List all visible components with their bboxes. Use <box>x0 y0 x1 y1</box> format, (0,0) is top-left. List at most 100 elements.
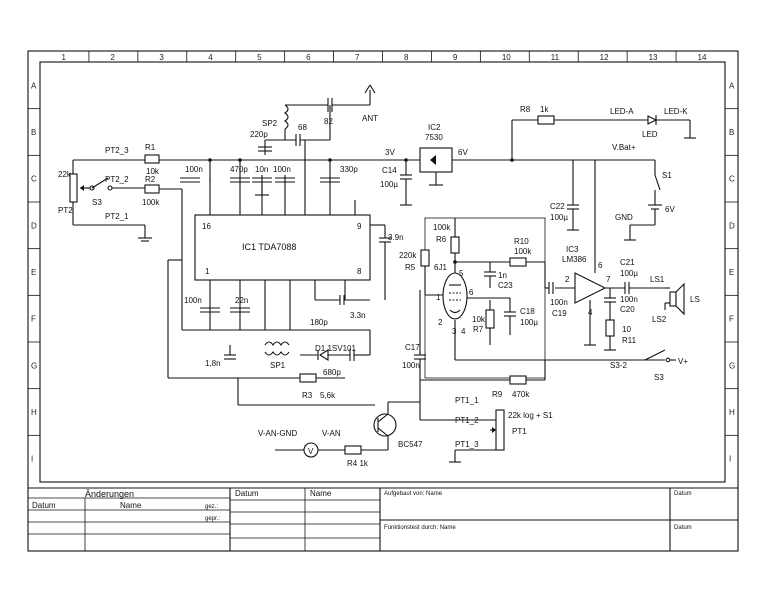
c14-value: 100µ <box>380 180 398 189</box>
ic3-label: IC3 <box>566 245 579 254</box>
pt1-2-label: PT1_2 <box>455 416 479 425</box>
ls-label: LS <box>690 295 700 304</box>
r3-resistor <box>299 373 317 383</box>
ic2-label: IC2 <box>428 123 441 132</box>
ic3-value: LM386 <box>562 255 587 264</box>
s3-2-label: S3-2 <box>610 361 627 370</box>
grid-col-label: 14 <box>698 53 707 62</box>
c23-label: C23 <box>498 281 513 290</box>
led-label: LED <box>642 130 658 139</box>
bc547-meter-section: BC547 V-AN-GND V-AN V R4 1k <box>237 378 423 468</box>
c14-label: C14 <box>382 166 397 175</box>
grid-row-label: D <box>31 221 37 230</box>
amplifier-section: C22 100µ IC3 LM386 2 6 7 4 100n C19 C21 … <box>548 160 700 351</box>
r10-label: R10 <box>514 237 529 246</box>
r6-resistor <box>450 236 460 254</box>
r2-resistor <box>144 184 160 194</box>
funktion-label: Funktionstest durch: Name <box>384 525 456 531</box>
r8-resistor <box>537 115 555 125</box>
r9-label: R9 <box>492 390 503 399</box>
c20-value: 100n <box>620 295 638 304</box>
name1-label: Name <box>120 501 142 510</box>
aenderungen-label: Änderungen <box>85 489 134 499</box>
ic2-value: 7530 <box>425 133 443 142</box>
name2-label: Name <box>310 489 332 498</box>
pt2-label: PT2 <box>58 206 73 215</box>
grid-row-label: B <box>729 128 734 137</box>
vplus-label: V+ <box>678 357 688 366</box>
bc547-label: BC547 <box>398 440 423 449</box>
pt2-3-label: PT2_3 <box>105 146 129 155</box>
r10-value: 100k <box>514 247 532 256</box>
grid-row-label: B <box>31 128 36 137</box>
c20-label: C20 <box>620 305 635 314</box>
gepr-label: gepr.: <box>205 516 220 522</box>
s3-vplus-section: S3-2 S3 V+ <box>610 349 688 382</box>
datum1-label: Datum <box>32 501 56 510</box>
r5-resistor <box>420 249 430 267</box>
ic1-pin1: 1 <box>205 267 210 276</box>
grid-col-label: 9 <box>453 53 458 62</box>
grid-row-label: G <box>31 361 37 370</box>
r9-value: 470k <box>512 390 530 399</box>
c23-value: 1n <box>498 271 507 280</box>
c21-label: C21 <box>620 258 635 267</box>
ic1-tda7088: 16 9 1 8 IC1 TDA7088 <box>194 140 371 330</box>
gnd-label: GND <box>615 213 633 222</box>
r11-value: 10 <box>622 325 631 334</box>
s3-switch-label: S3 <box>92 198 102 207</box>
grid-row-label: C <box>31 175 37 184</box>
r3-value: 5,6k <box>320 391 336 400</box>
c220p-label: 220p <box>250 130 268 139</box>
speaker <box>669 291 677 307</box>
c19-value: 100n <box>550 298 568 307</box>
ic1-pin8: 8 <box>357 267 362 276</box>
c100n-c-label: 100n <box>184 296 202 305</box>
pt1-1-label: PT1_1 <box>455 396 479 405</box>
r8-value: 1k <box>540 105 549 114</box>
grid-col-label: 12 <box>600 53 609 62</box>
led-k-label: LED-K <box>664 107 688 116</box>
r6-label: R6 <box>436 235 447 244</box>
c180p-label: 180p <box>310 318 328 327</box>
grid-row-label: A <box>729 81 735 90</box>
grid-row-label: E <box>31 268 36 277</box>
r10-resistor <box>509 257 527 267</box>
datum2-label: Datum <box>235 489 259 498</box>
tube-pin2: 2 <box>438 318 443 327</box>
grid-row-label: F <box>31 315 36 324</box>
3v-label: 3V <box>385 148 395 157</box>
r3-label: R3 <box>302 391 313 400</box>
antenna-label: ANT <box>362 114 378 123</box>
pt2-potentiometer <box>69 173 78 203</box>
tube-pin6: 6 <box>469 288 474 297</box>
sp2-label: SP2 <box>262 119 278 128</box>
ic1-label: IC1 TDA7088 <box>242 242 296 252</box>
datum3-label: Datum <box>674 491 692 497</box>
c22-value: 100µ <box>550 213 568 222</box>
c82-label: 82 <box>324 117 333 126</box>
s3b-label: S3 <box>654 373 664 382</box>
tube-stage-box <box>424 217 546 379</box>
ic1-pin16: 16 <box>202 222 211 231</box>
vbat-label: V.Bat+ <box>612 143 636 152</box>
r7-resistor <box>485 309 495 329</box>
pt1-3-label: PT1_3 <box>455 440 479 449</box>
c18-value: 100µ <box>520 318 538 327</box>
grid-col-label: 13 <box>649 53 658 62</box>
title-block: Änderungen Datum Name gez.: gepr.: Datum… <box>28 487 738 551</box>
volume-section: C17 100n R9 470k PT1_1 PT1_2 PT1_3 22k l… <box>402 290 553 463</box>
c680p-label: 680p <box>323 368 341 377</box>
grid-col-label: 5 <box>257 53 262 62</box>
ls2-label: LS2 <box>652 315 667 324</box>
r5-value: 220k <box>399 251 417 260</box>
r4-resistor <box>344 445 362 455</box>
grid-col-label: 1 <box>61 53 66 62</box>
d1-label: D1 1SV101 <box>315 344 356 353</box>
led-a-label: LED-A <box>610 107 634 116</box>
c22n-label: 22n <box>235 296 248 305</box>
s1-label: S1 <box>662 171 672 180</box>
v-an-gnd-label: V-AN-GND <box>258 429 297 438</box>
grid-col-label: 7 <box>355 53 360 62</box>
